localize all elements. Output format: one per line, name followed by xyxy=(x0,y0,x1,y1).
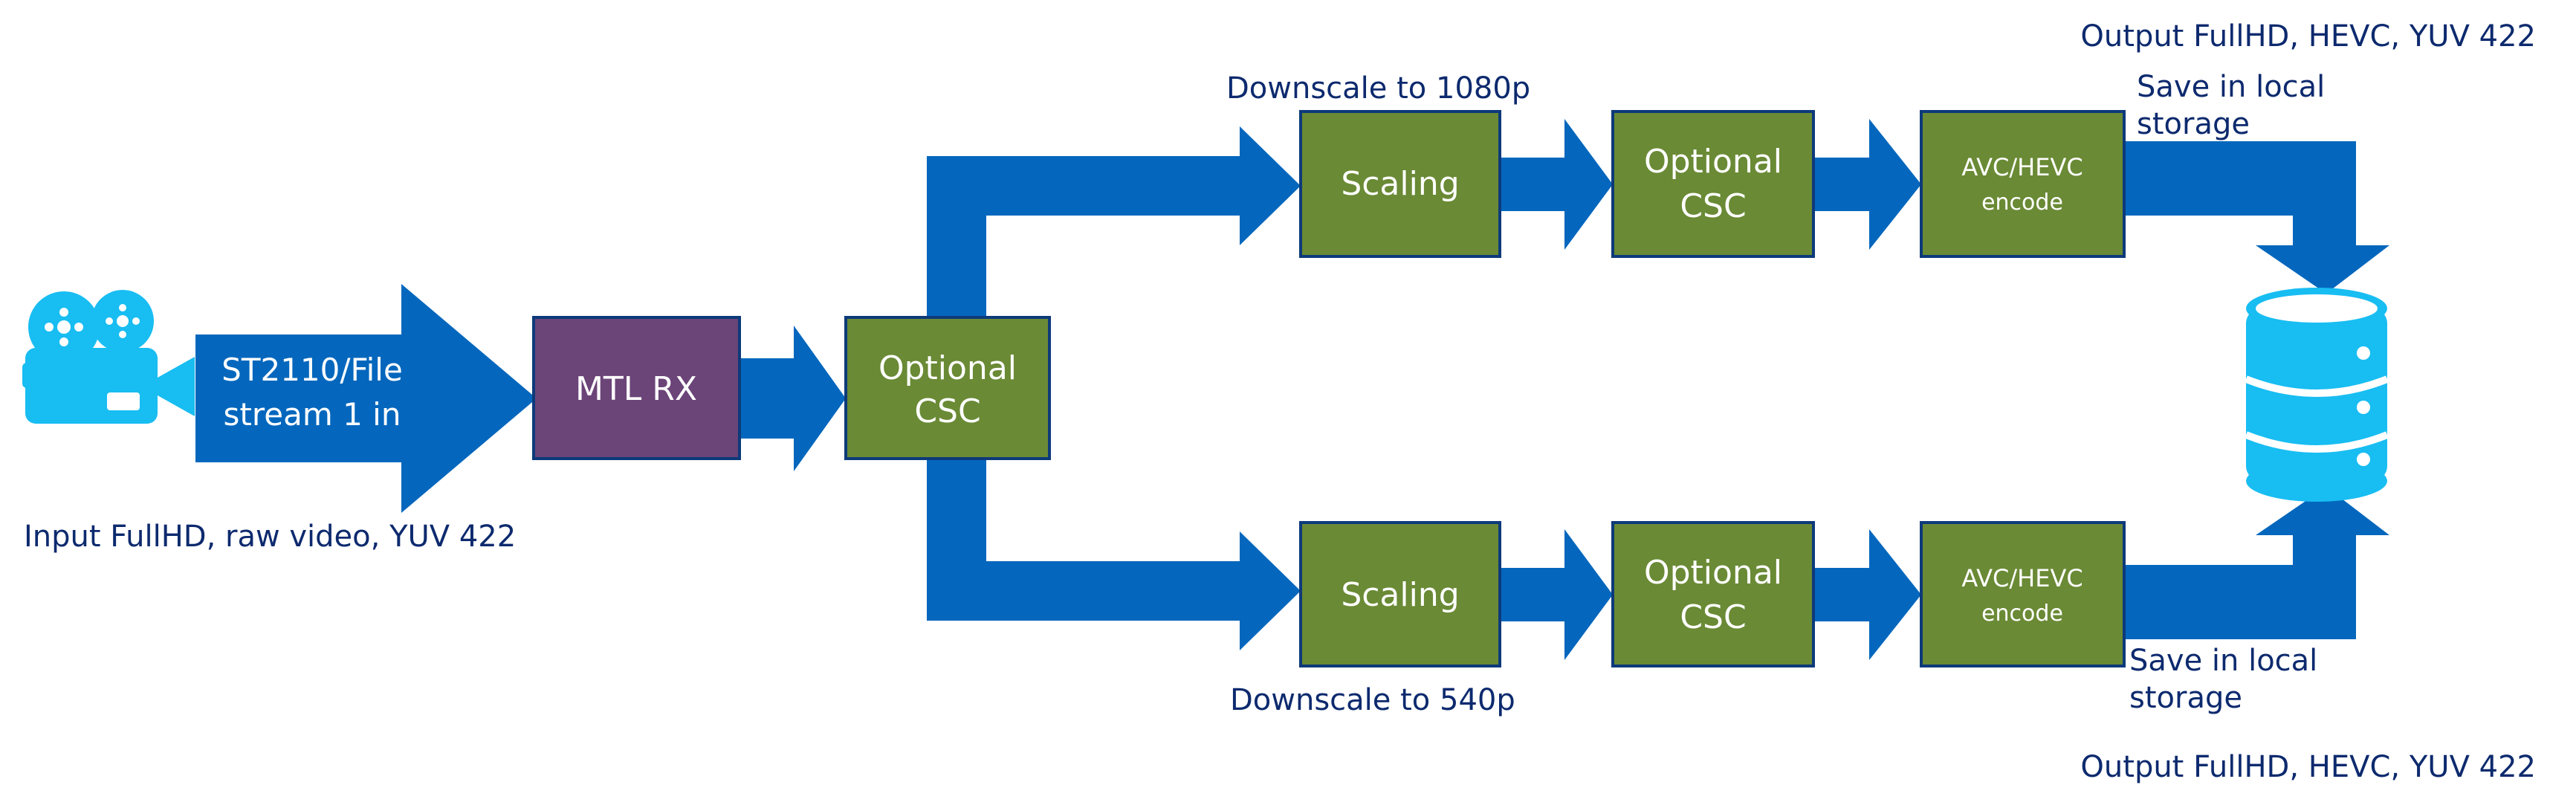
bottom-branch-label: Downscale to 540p xyxy=(1230,683,1515,717)
arrow-fork-bottom xyxy=(927,457,1301,650)
bottom-scaling-label: Scaling xyxy=(1341,576,1459,614)
csc-main-line2: CSC xyxy=(914,392,980,430)
input-stream-arrow xyxy=(195,284,537,513)
input-stream-line2: stream 1 in xyxy=(224,396,401,433)
top-save-line1: Save in local xyxy=(2137,70,2325,104)
mtl-rx-box xyxy=(532,316,741,460)
top-csc-line1: Optional xyxy=(1644,143,1782,181)
top-output-label: Output FullHD, HEVC, YUV 422 xyxy=(2080,19,2536,54)
arrow-bottom-to-storage xyxy=(2124,487,2389,639)
database-icon xyxy=(2245,288,2389,502)
top-scaling-label: Scaling xyxy=(1341,165,1459,203)
top-encode-box xyxy=(1920,110,2126,258)
processing-boxes xyxy=(532,110,2126,667)
csc-main-box xyxy=(844,316,1051,460)
bottom-save-line1: Save in local xyxy=(2129,644,2317,678)
arrow-top-scaling-to-csc xyxy=(1500,119,1613,250)
bottom-csc-box xyxy=(1611,521,1815,667)
arrow-bottom-scaling-to-csc xyxy=(1500,529,1613,660)
bottom-csc-line2: CSC xyxy=(1680,598,1746,636)
video-camera-icon xyxy=(22,290,195,424)
arrow-fork-top xyxy=(927,126,1301,320)
arrow-top-csc-to-encode xyxy=(1813,119,1921,250)
csc-main-line1: Optional xyxy=(878,349,1017,387)
arrow-rx-to-csc xyxy=(740,326,846,471)
top-save-line2: storage xyxy=(2137,107,2250,141)
top-encode-line1: AVC/HEVC xyxy=(1961,153,2083,181)
input-stream-line1: ST2110/File xyxy=(221,352,403,388)
top-scaling-box xyxy=(1299,110,1501,258)
bottom-encode-box xyxy=(1920,521,2126,667)
arrow-bottom-csc-to-encode xyxy=(1813,529,1921,660)
top-csc-box xyxy=(1611,110,1815,258)
mtl-rx-label: MTL RX xyxy=(575,370,697,408)
bottom-output-label: Output FullHD, HEVC, YUV 422 xyxy=(2080,750,2536,784)
bottom-save-line2: storage xyxy=(2129,681,2242,715)
box-labels: ST2110/File stream 1 in MTL RX Optional … xyxy=(221,143,2083,636)
bottom-encode-line2: encode xyxy=(1981,601,2063,627)
arrow-top-to-storage xyxy=(2124,141,2389,294)
annotations: Input FullHD, raw video, YUV 422 Downsca… xyxy=(24,19,2536,784)
bottom-encode-line1: AVC/HEVC xyxy=(1961,564,2083,592)
top-branch-label: Downscale to 1080p xyxy=(1226,71,1530,106)
bottom-scaling-box xyxy=(1299,521,1501,667)
top-encode-line2: encode xyxy=(1981,190,2063,216)
flow-arrows xyxy=(195,119,2389,660)
bottom-csc-line1: Optional xyxy=(1644,554,1782,592)
input-caption: Input FullHD, raw video, YUV 422 xyxy=(24,520,516,554)
top-csc-line2: CSC xyxy=(1680,187,1746,225)
